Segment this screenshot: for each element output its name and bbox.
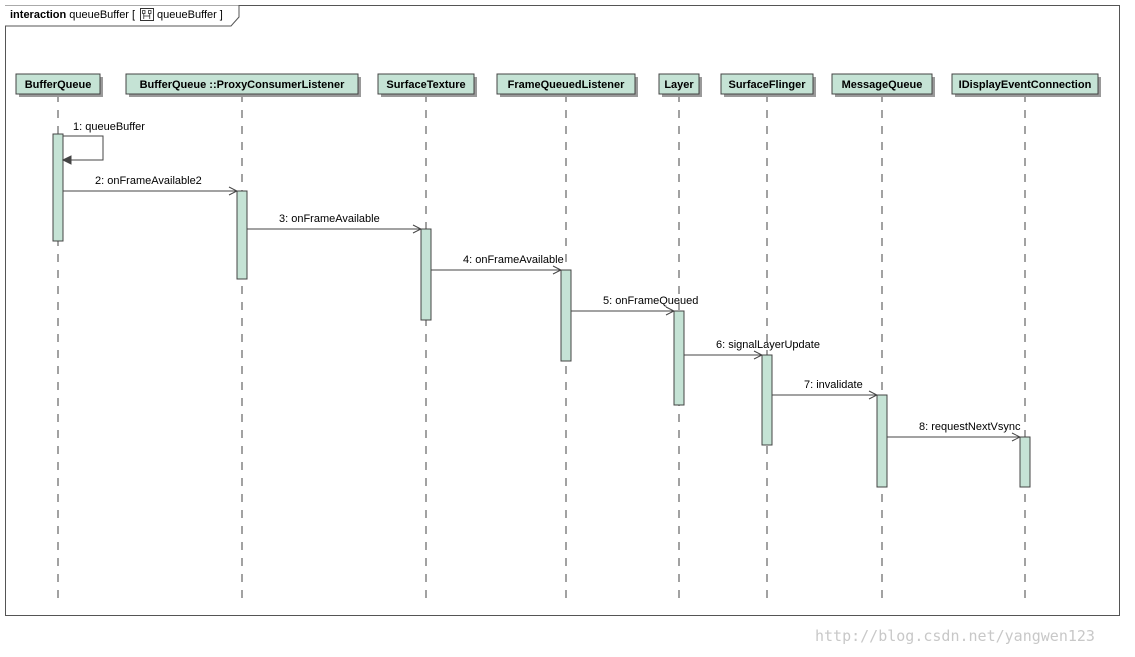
frame-tab-border bbox=[5, 5, 240, 27]
lifeline-head-st: SurfaceTexture bbox=[377, 73, 477, 97]
activation-st bbox=[420, 228, 432, 321]
message-2: 2: onFrameAvailable2 bbox=[63, 175, 237, 191]
activation-layer bbox=[673, 310, 685, 406]
frame-bracket-close: ] bbox=[219, 8, 223, 21]
lifeline-name-st: SurfaceTexture bbox=[386, 79, 465, 91]
message-8: 8: requestNextVsync bbox=[887, 421, 1021, 437]
watermark-text: http://blog.csdn.net/yangwen123 bbox=[815, 627, 1095, 645]
lifeline-head-sf: SurfaceFlinger bbox=[720, 73, 816, 97]
message-label-8: 8: requestNextVsync bbox=[919, 421, 1021, 433]
message-label-7: 7: invalidate bbox=[804, 379, 863, 391]
lifeline-head-bq: BufferQueue bbox=[15, 73, 103, 97]
lifeline-name-fql: FrameQueuedListener bbox=[508, 79, 625, 91]
message-6: 6: signalLayerUpdate bbox=[684, 339, 820, 355]
activation-pcl bbox=[236, 190, 248, 280]
message-1: 1: queueBuffer bbox=[61, 121, 145, 165]
lifeline-name-dec: IDisplayEventConnection bbox=[959, 79, 1092, 91]
message-label-1: 1: queueBuffer bbox=[73, 121, 145, 133]
message-label-5: 5: onFrameQueued bbox=[603, 295, 698, 307]
activation-fql bbox=[560, 269, 572, 362]
activation-bq bbox=[52, 133, 64, 242]
activation-mq bbox=[876, 394, 888, 488]
message-5: 5: onFrameQueued bbox=[571, 295, 698, 311]
message-3: 3: onFrameAvailable bbox=[247, 213, 421, 229]
interaction-reference-icon bbox=[140, 8, 155, 21]
lifeline-name-pcl: BufferQueue ::ProxyConsumerListener bbox=[140, 79, 345, 91]
frame-name: queueBuffer bbox=[69, 8, 129, 21]
lifeline-name-layer: Layer bbox=[664, 79, 694, 91]
activation-dec bbox=[1019, 436, 1031, 488]
interaction-frame bbox=[5, 5, 1120, 616]
lifeline-name-bq: BufferQueue bbox=[25, 79, 92, 91]
frame-reference-name: queueBuffer bbox=[157, 8, 217, 21]
activation-sf bbox=[761, 354, 773, 446]
message-label-6: 6: signalLayerUpdate bbox=[716, 339, 820, 351]
message-label-4: 4: onFrameAvailable bbox=[463, 254, 564, 266]
message-label-3: 3: onFrameAvailable bbox=[279, 213, 380, 225]
lifeline-name-sf: SurfaceFlinger bbox=[728, 79, 806, 91]
lifeline-head-mq: MessageQueue bbox=[831, 73, 935, 97]
lifeline-name-mq: MessageQueue bbox=[842, 79, 923, 91]
frame-bracket-open: [ bbox=[131, 8, 136, 21]
message-arrow-self bbox=[63, 135, 104, 161]
message-label-2: 2: onFrameAvailable2 bbox=[95, 175, 202, 187]
frame-keyword: interaction bbox=[10, 8, 67, 21]
lifeline-head-dec: IDisplayEventConnection bbox=[951, 73, 1101, 97]
message-arrowhead-self bbox=[61, 155, 72, 165]
lifeline-head-layer: Layer bbox=[658, 73, 702, 97]
message-4: 4: onFrameAvailable bbox=[431, 254, 564, 270]
lifeline-head-pcl: BufferQueue ::ProxyConsumerListener bbox=[125, 73, 361, 97]
lifeline-head-fql: FrameQueuedListener bbox=[496, 73, 638, 97]
message-7: 7: invalidate bbox=[772, 379, 877, 395]
